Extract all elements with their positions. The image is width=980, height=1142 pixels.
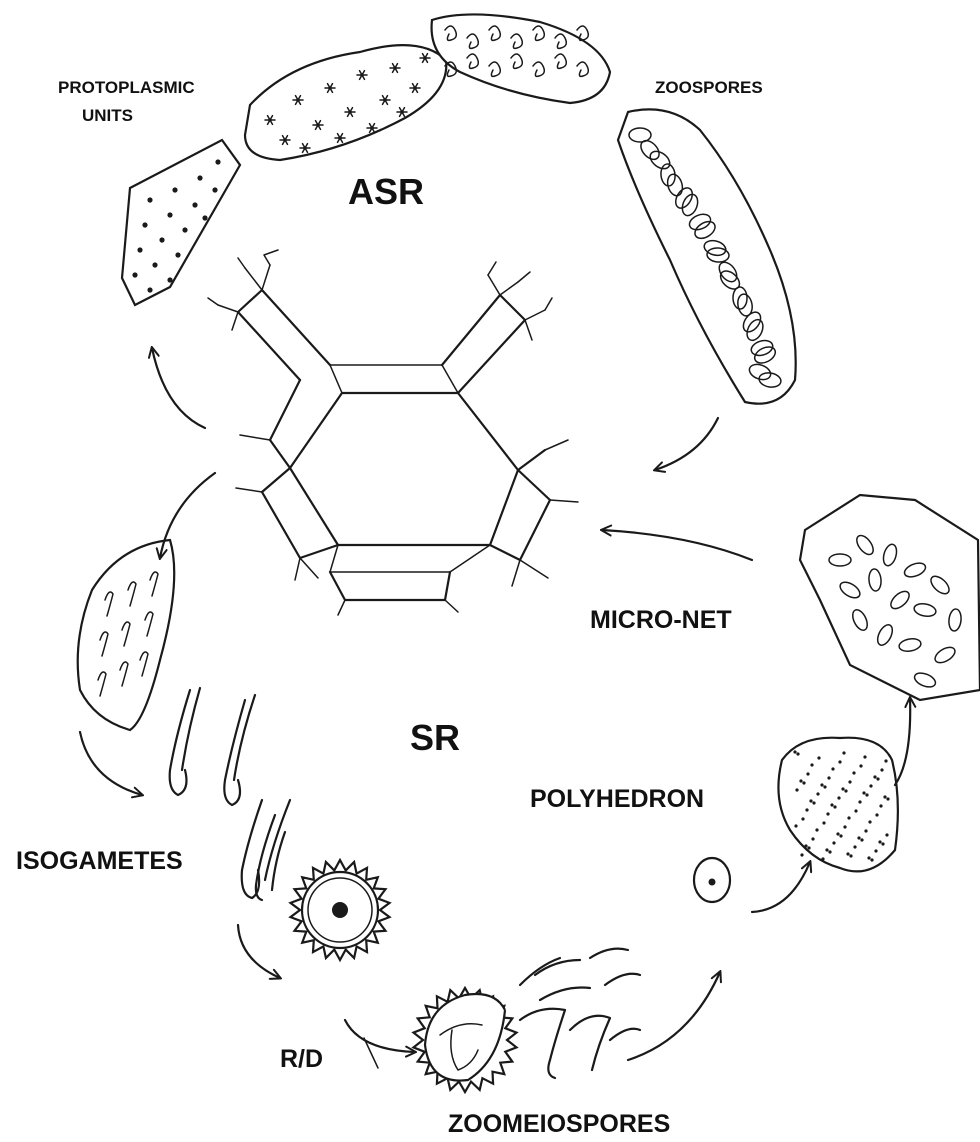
protoplasmic-units-cell (120, 138, 242, 307)
gametangium-cell (76, 538, 176, 732)
micro-net-cell (798, 493, 980, 702)
label-sr: SR (410, 717, 460, 758)
cycle-arrows (78, 348, 910, 1069)
label-zoospores: ZOOSPORES (655, 78, 763, 97)
label-zoomeiospores: ZOOMEIOSPORES (448, 1110, 670, 1138)
cleavage-cell (243, 44, 448, 162)
zoomeiospore-cell (692, 856, 732, 904)
zygote (288, 857, 392, 963)
isogametes (168, 686, 292, 902)
zoospore-formation-cell (430, 13, 612, 105)
label-rd: R/D (280, 1045, 323, 1073)
label-polyhedron: POLYHEDRON (530, 785, 704, 813)
germinating-zygote (411, 947, 642, 1095)
label-protoplasmic-units-1: PROTOPLASMIC (58, 78, 195, 97)
label-protoplasmic-units-2: UNITS (82, 106, 133, 125)
polyhedron-cell (777, 736, 899, 873)
zoospore-net-cell (616, 108, 797, 405)
label-micro-net: MICRO-NET (590, 606, 732, 634)
label-isogametes: ISOGAMETES (16, 847, 183, 875)
water-net-colony (207, 249, 579, 616)
label-asr: ASR (348, 171, 424, 212)
